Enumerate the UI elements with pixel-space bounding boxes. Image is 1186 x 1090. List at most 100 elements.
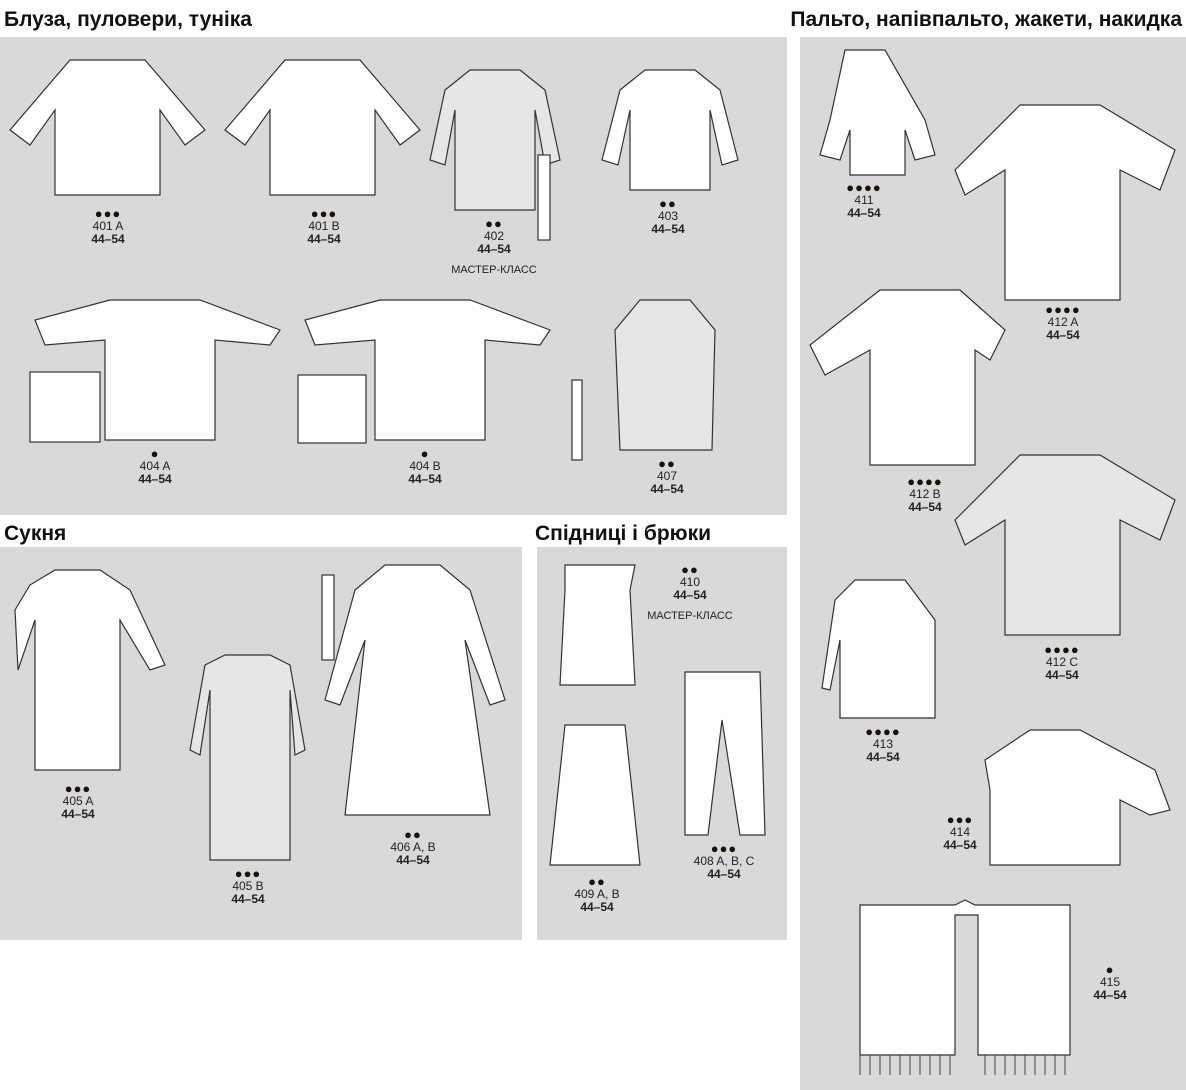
difficulty-dots: ●●●● xyxy=(846,180,882,195)
garment-401a xyxy=(9,59,206,196)
section-title-dress: Сукня xyxy=(4,522,67,545)
garment-410 xyxy=(559,564,636,686)
master-class-note: МАСТЕР-КЛАСС xyxy=(451,264,537,276)
size-range: 44–54 xyxy=(908,500,942,514)
fringe xyxy=(859,1055,1066,1075)
model-number: 406 A, B xyxy=(390,840,436,854)
difficulty-dots: ●● xyxy=(658,456,676,471)
difficulty-dots: ●● xyxy=(588,874,606,889)
model-number: 401 A xyxy=(92,219,124,233)
model-number: 414 xyxy=(949,825,971,839)
garment-411 xyxy=(819,49,936,176)
size-range: 44–54 xyxy=(673,588,707,602)
garment-403 xyxy=(601,69,739,191)
difficulty-dots: ●● xyxy=(659,196,677,211)
model-number: 404 A xyxy=(139,459,171,473)
difficulty-dots: ●●● xyxy=(64,781,92,796)
size-range: 44–54 xyxy=(943,838,977,852)
model-number: 403 xyxy=(657,209,679,223)
model-number: 409 A, B xyxy=(574,887,620,901)
size-range: 44–54 xyxy=(477,242,511,256)
garment-415 xyxy=(859,899,1071,1056)
garment-413 xyxy=(821,579,936,719)
garment-412c xyxy=(954,454,1176,636)
difficulty-dots: ●●● xyxy=(94,206,122,221)
difficulty-dots: ●● xyxy=(485,216,503,231)
model-number: 411 xyxy=(854,193,874,207)
size-range: 44–54 xyxy=(307,232,341,246)
model-number: 404 B xyxy=(409,459,441,473)
model-number: 408 A, B, C xyxy=(693,854,755,868)
garment-402 xyxy=(429,69,561,211)
model-number: 415 xyxy=(1099,975,1121,989)
size-range: 44–54 xyxy=(1093,988,1127,1002)
difficulty-dots: ●●●● xyxy=(865,724,901,739)
garment-409 xyxy=(549,724,641,866)
master-class-note: МАСТЕР-КЛАСС xyxy=(647,610,733,622)
size-range: 44–54 xyxy=(1046,328,1080,342)
difficulty-dots: ●●● xyxy=(946,812,974,827)
size-range: 44–54 xyxy=(231,892,265,906)
garment-406ab xyxy=(324,564,506,816)
model-number: 412 A xyxy=(1047,315,1079,329)
garment-405a xyxy=(14,569,166,771)
model-number: 407 xyxy=(656,469,678,483)
size-range: 44–54 xyxy=(847,206,881,220)
size-range: 44–54 xyxy=(651,222,685,236)
size-range: 44–54 xyxy=(580,900,614,914)
model-number: 412 B xyxy=(909,487,941,501)
garment-408 xyxy=(684,671,766,836)
belt-407 xyxy=(571,379,583,461)
garment-401b xyxy=(224,59,421,196)
size-range: 44–54 xyxy=(396,853,430,867)
belt-402 xyxy=(537,154,551,241)
difficulty-dots: ●●●● xyxy=(907,474,943,489)
garment-405b xyxy=(189,654,306,861)
difficulty-dots: ●●●● xyxy=(1044,642,1080,657)
size-range: 44–54 xyxy=(707,867,741,881)
garment-404a xyxy=(34,299,281,441)
garment-412a xyxy=(954,104,1176,301)
garment-412b xyxy=(809,289,1006,466)
model-number: 405 A xyxy=(62,794,94,808)
difficulty-dots: ●● xyxy=(404,827,422,842)
difficulty-dots: ●● xyxy=(681,562,699,577)
size-range: 44–54 xyxy=(408,472,442,486)
section-title-tops: Блуза, пуловери, туніка xyxy=(4,8,252,31)
difficulty-dots: ● xyxy=(1105,962,1115,977)
difficulty-dots: ●●●● xyxy=(1045,302,1081,317)
model-number: 412 C xyxy=(1045,655,1079,669)
garment-414 xyxy=(984,729,1171,866)
difficulty-dots: ● xyxy=(150,446,160,461)
garment-404b xyxy=(304,299,551,441)
size-range: 44–54 xyxy=(650,482,684,496)
difficulty-dots: ●●● xyxy=(710,841,738,856)
difficulty-dots: ● xyxy=(420,446,430,461)
difficulty-dots: ●●● xyxy=(310,206,338,221)
belt-406 xyxy=(321,574,335,661)
sleeve-detail-404a xyxy=(29,371,101,443)
size-range: 44–54 xyxy=(91,232,125,246)
model-number: 410 xyxy=(679,575,701,589)
section-title-coats: Пальто, напівпальто, жакети, накидка xyxy=(790,8,1182,31)
